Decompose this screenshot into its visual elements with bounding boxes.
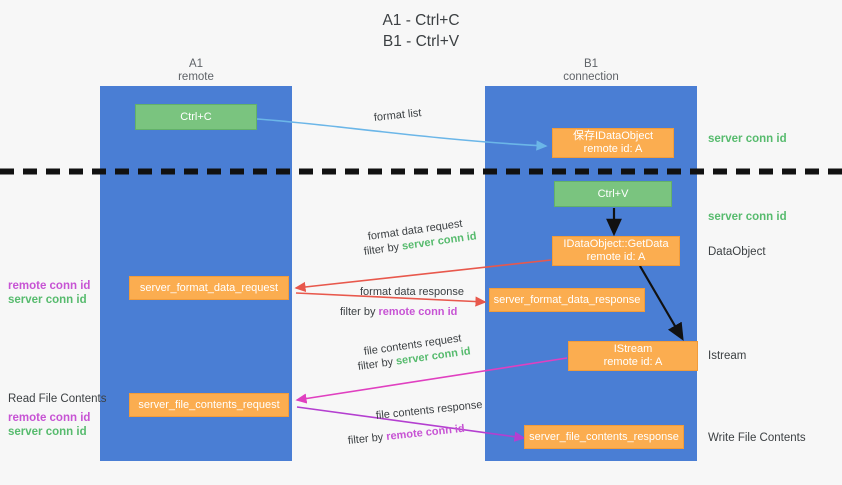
- title-line-2: B1 - Ctrl+V: [382, 33, 460, 50]
- edge-label-format-data-response: format data response: [360, 286, 464, 298]
- column-header-b1-sub: connection: [563, 71, 619, 83]
- filter-prefix: filter by: [347, 431, 387, 447]
- title-line-1: A1 - Ctrl+C: [382, 12, 460, 29]
- column-header-a1-name: A1: [188, 58, 204, 70]
- right-label-dataobject: DataObject: [708, 246, 766, 258]
- edge-label-format-list: format list: [373, 107, 423, 124]
- left-label-server-conn-id-2: server conn id: [8, 426, 87, 438]
- left-label-server-conn-id-1: server conn id: [8, 294, 87, 306]
- box-ctrl-c[interactable]: Ctrl+C: [135, 104, 257, 130]
- filter-prefix: filter by: [340, 306, 379, 318]
- phase-divider: [0, 168, 842, 175]
- right-label-server-conn-id-2: server conn id: [708, 211, 787, 223]
- box-ctrl-v[interactable]: Ctrl+V: [554, 181, 672, 207]
- box-server-file-contents-request[interactable]: server_file_contents_request: [129, 393, 289, 417]
- page-title: A1 - Ctrl+C B1 - Ctrl+V: [0, 10, 842, 52]
- edge-label-file-contents-response: file contents response: [375, 398, 484, 422]
- box-istream[interactable]: IStream remote id: A: [568, 341, 698, 371]
- column-header-a1-sub: remote: [178, 71, 214, 83]
- column-header-b1-name: B1: [583, 58, 599, 70]
- right-label-write-file-contents: Write File Contents: [708, 432, 806, 444]
- filter-prefix: filter by: [357, 355, 397, 373]
- box-server-file-contents-response[interactable]: server_file_contents_response: [524, 425, 684, 449]
- box-server-format-data-response-label: server_format_data_response: [493, 293, 641, 306]
- box-save-idataobject[interactable]: 保存IDataObject remote id: A: [552, 128, 674, 158]
- left-label-remote-conn-id-2: remote conn id: [8, 412, 91, 424]
- filter-prefix: filter by: [363, 240, 403, 258]
- filter-value-remote-conn-id: remote conn id: [385, 422, 466, 443]
- column-header-a1: A1 remote: [100, 58, 292, 84]
- left-label-read-file-contents: Read File Contents: [8, 393, 107, 405]
- right-label-istream: Istream: [708, 350, 747, 362]
- box-save-idataobject-line1: 保存IDataObject: [572, 130, 654, 142]
- box-ctrl-v-label: Ctrl+V: [597, 187, 629, 200]
- box-ctrl-c-label: Ctrl+C: [180, 110, 212, 123]
- box-server-format-data-request-label: server_format_data_request: [139, 281, 279, 294]
- edge-label-file-contents-response-filter: filter by remote conn id: [347, 422, 465, 449]
- box-server-format-data-response[interactable]: server_format_data_response: [489, 288, 645, 312]
- box-istream-line2: remote id: A: [603, 356, 663, 368]
- box-idataobject-getdata-line2: remote id: A: [586, 251, 646, 263]
- box-server-format-data-request[interactable]: server_format_data_request: [129, 276, 289, 300]
- box-istream-line1: IStream: [613, 343, 653, 355]
- box-server-file-contents-response-label: server_file_contents_response: [529, 430, 679, 443]
- column-header-b1: B1 connection: [485, 58, 697, 84]
- box-server-file-contents-request-label: server_file_contents_request: [138, 398, 280, 411]
- filter-value-remote-conn-id: remote conn id: [378, 306, 458, 318]
- box-idataobject-getdata-line1: IDataObject::GetData: [563, 238, 669, 250]
- right-label-server-conn-id-1: server conn id: [708, 133, 787, 145]
- box-save-idataobject-line2: remote id: A: [583, 143, 643, 155]
- edge-label-format-data-response-filter: filter by remote conn id: [340, 305, 457, 320]
- box-idataobject-getdata[interactable]: IDataObject::GetData remote id: A: [552, 236, 680, 266]
- left-label-remote-conn-id-1: remote conn id: [8, 280, 91, 292]
